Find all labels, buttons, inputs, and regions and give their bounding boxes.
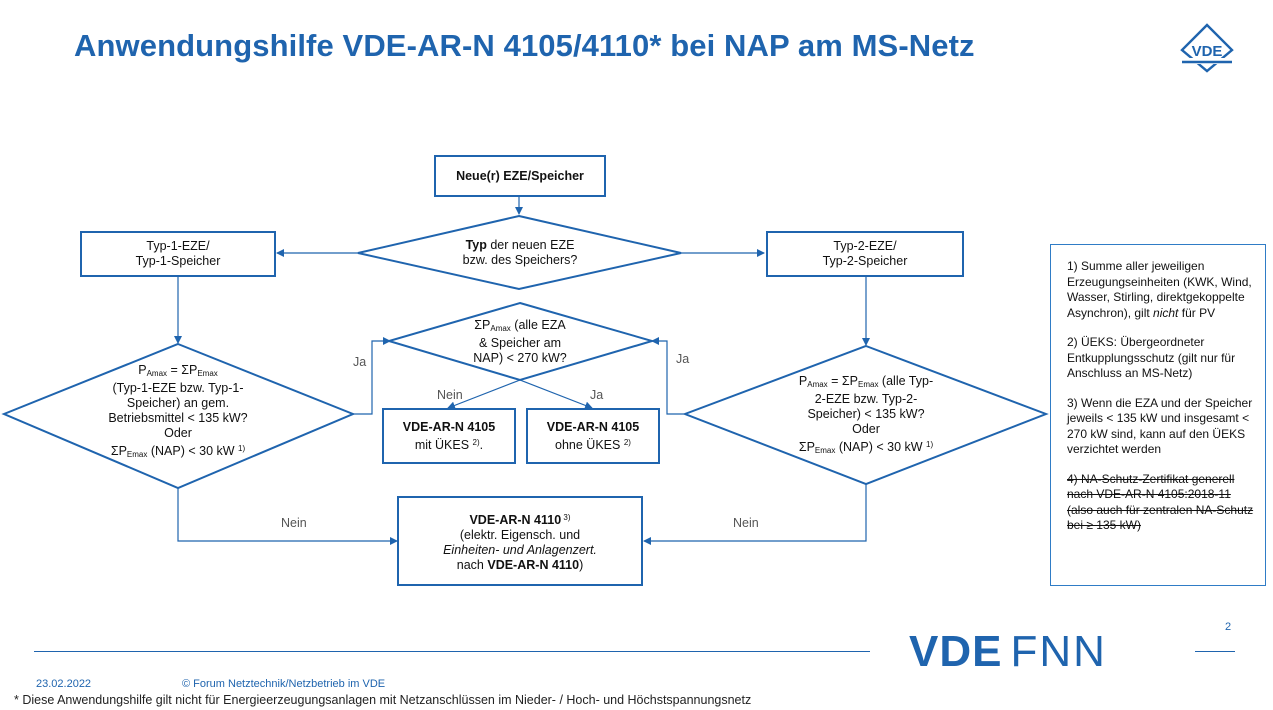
result-4110-line3: Einheiten- und Anlagenzert. (443, 542, 597, 557)
result-4105-mit-text: mit ÜKES 2). (414, 437, 484, 452)
result-4105-ohne-text: ohne ÜKES 2) (555, 437, 631, 452)
label-center-ja: Ja (590, 388, 604, 402)
typ1-line2: Typ-1-Speicher (135, 254, 221, 268)
note-1: 1) Summe aller jeweiligen Erzeugungseinh… (1067, 259, 1252, 320)
typ2-line1: Typ-2-EZE/ (833, 239, 897, 253)
diamond-center (385, 301, 656, 382)
diamond-right (682, 344, 1049, 486)
result-4110-line4: nach VDE-AR-N 4110) (456, 557, 584, 572)
note-3: 3) Wenn die EZA und der Speicher jeweils… (1067, 395, 1253, 457)
footer-rule-right (1195, 651, 1235, 652)
label-right-nein: Nein (733, 516, 759, 530)
typ2-line2: Typ-2-Speicher (822, 254, 908, 268)
type-question: Typ der neuen EZE bzw. des Speichers? (462, 238, 578, 267)
arrow-right-nein (643, 483, 867, 545)
label-left-ja: Ja (353, 355, 367, 369)
note-4: 4) NA-Schutz-Zertifikat generell nach VD… (1067, 471, 1254, 533)
result-4110-title: VDE-AR-N 4110 3) (469, 512, 571, 527)
result-4105-mit-title: VDE-AR-N 4105 (402, 419, 496, 434)
label-right-ja: Ja (676, 352, 690, 366)
arrow-center-nein (447, 379, 521, 410)
page-footnote: * Diese Anwendungshilfe gilt nicht für E… (14, 693, 752, 707)
result-4110-line2: (elektr. Eigensch. und (459, 527, 581, 542)
start-box: Neue(r) EZE/Speicher (434, 155, 606, 197)
label-center-nein: Nein (437, 388, 463, 402)
typ2-box: Typ-2-EZE/ Typ-2-Speicher (766, 231, 964, 277)
result-4110-box: VDE-AR-N 4110 3) (elektr. Eigensch. und … (397, 496, 643, 586)
footnotes-box: 1) Summe aller jeweiligen Erzeugungseinh… (1050, 244, 1266, 586)
footer-copyright: © Forum Netztechnik/Netzbetrieb im VDE (182, 678, 386, 690)
left-question: PAmax = ΣPEmax (Typ-1-EZE bzw. Typ-1- Sp… (108, 362, 248, 459)
note-2: 2) ÜEKS: Übergeordneter Entkupplungsschu… (1067, 335, 1236, 380)
result-4105-mit-box: VDE-AR-N 4105 mit ÜKES 2). (382, 408, 516, 464)
arrow-center-ja (519, 379, 593, 410)
vde-logo-icon: VDE (1180, 23, 1234, 73)
result-4105-ohne-box: VDE-AR-N 4105 ohne ÜKES 2) (526, 408, 660, 464)
footer-date: 23.02.2022 (36, 678, 92, 690)
diamond-type (357, 214, 682, 291)
arrow-left-nein (177, 487, 398, 545)
result-4105-ohne-title: VDE-AR-N 4105 (546, 419, 640, 434)
typ1-line1: Typ-1-EZE/ (146, 239, 210, 253)
typ1-box: Typ-1-EZE/ Typ-1-Speicher (80, 231, 276, 277)
diamond-left (1, 342, 356, 490)
arrow-left-ja (353, 337, 391, 415)
right-question: PAmax = ΣPEmax (alle Typ- 2-EZE bzw. Typ… (798, 374, 934, 455)
page-title: Anwendungshilfe VDE-AR-N 4105/4110* bei … (74, 28, 975, 63)
page-number: 2 (1225, 621, 1232, 633)
label-left-nein: Nein (281, 516, 307, 530)
arrow-right-ja (651, 337, 684, 415)
center-question: ΣPAmax (alle EZA & Speicher am NAP) < 27… (473, 318, 567, 365)
logo-text: VDE (1192, 43, 1223, 60)
footer-rule-left (34, 651, 870, 652)
start-label: Neue(r) EZE/Speicher (456, 168, 584, 183)
